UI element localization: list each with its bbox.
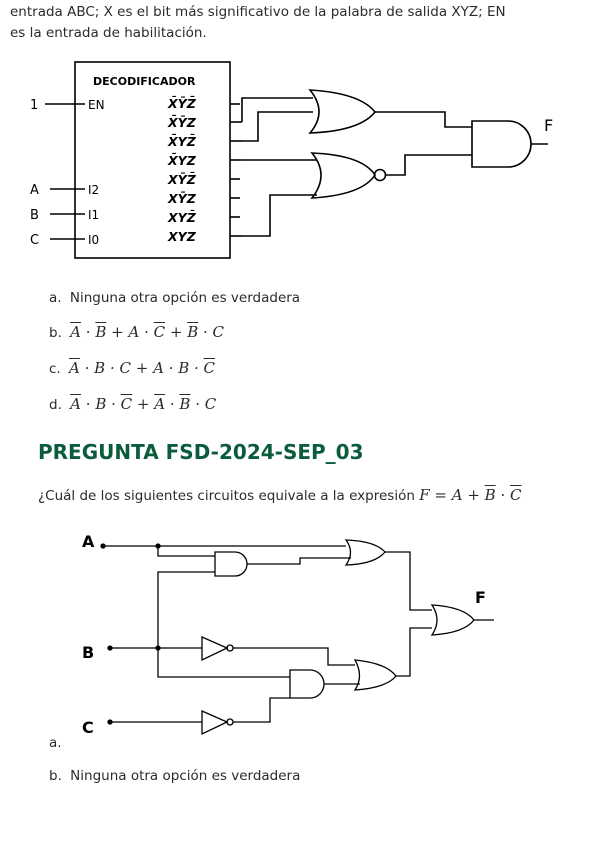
i0-label: I0 bbox=[88, 233, 99, 247]
q1-option-d-expression: A · B · C + A · B · C bbox=[70, 395, 217, 413]
q2-option-b[interactable]: b. Ninguna otra opción es verdadera bbox=[49, 768, 301, 784]
q1-option-b-expression: A · B + A · C + B · C bbox=[70, 323, 225, 341]
q2-option-b-text: Ninguna otra opción es verdadera bbox=[70, 768, 301, 784]
q2-option-a[interactable]: a. bbox=[49, 735, 62, 751]
q1-option-a-text: Ninguna otra opción es verdadera bbox=[69, 290, 301, 306]
intro-line-2: es la entrada de habilitación. bbox=[10, 25, 207, 41]
output-f-label: F bbox=[544, 116, 553, 135]
decoder-title: DECODIFICADOR bbox=[93, 75, 196, 88]
i2-label: I2 bbox=[88, 183, 99, 197]
intro-text: entrada ABC; X es el bit más significati… bbox=[10, 2, 590, 44]
output-2: X̄YZ̄ bbox=[167, 134, 197, 149]
intro-line-1: entrada ABC; X es el bit más significati… bbox=[10, 4, 506, 20]
input-c-label: C bbox=[82, 718, 94, 737]
input-a-label: A bbox=[82, 532, 95, 551]
input-1-label: 1 bbox=[30, 98, 38, 113]
i1-label: I1 bbox=[88, 208, 99, 222]
input-a-label: A bbox=[30, 183, 39, 198]
input-b-label: B bbox=[82, 643, 94, 662]
q1-option-c[interactable]: c. A · B · C + A · B · C bbox=[49, 359, 216, 377]
question-2-text: ¿Cuál de los siguientes circuitos equiva… bbox=[38, 488, 415, 504]
en-label: EN bbox=[88, 98, 105, 112]
output-f-label: F bbox=[475, 588, 486, 607]
decoder-circuit-figure: DECODIFICADOR 1 A B C EN I2 I1 I0 X̄ȲZ̄ … bbox=[30, 61, 553, 259]
output-6: XYZ̄ bbox=[167, 210, 197, 225]
gate-circuit-figure: A B C F bbox=[82, 532, 494, 737]
output-4: XȲZ̄ bbox=[167, 172, 197, 187]
output-1: X̄ȲZ bbox=[167, 115, 197, 130]
q1-option-b[interactable]: b. A · B + A · C + B · C bbox=[49, 323, 225, 341]
output-3: X̄YZ bbox=[167, 153, 197, 168]
output-7: XYZ bbox=[167, 229, 197, 244]
decoder-box bbox=[74, 61, 231, 259]
question-2: ¿Cuál de los siguientes circuitos equiva… bbox=[38, 486, 521, 504]
question-2-expression: F = A + B · C bbox=[419, 486, 522, 504]
q1-option-d[interactable]: d. A · B · C + A · B · C bbox=[49, 395, 217, 413]
output-0: X̄ȲZ̄ bbox=[167, 96, 197, 111]
q1-option-a[interactable]: a. Ninguna otra opción es verdadera bbox=[49, 290, 301, 306]
input-b-label: B bbox=[30, 208, 39, 223]
q1-option-c-expression: A · B · C + A · B · C bbox=[69, 359, 216, 377]
output-5: XȲZ bbox=[167, 191, 197, 206]
input-c-label: C bbox=[30, 233, 39, 248]
section-title: PREGUNTA FSD-2024-SEP_03 bbox=[38, 440, 364, 464]
